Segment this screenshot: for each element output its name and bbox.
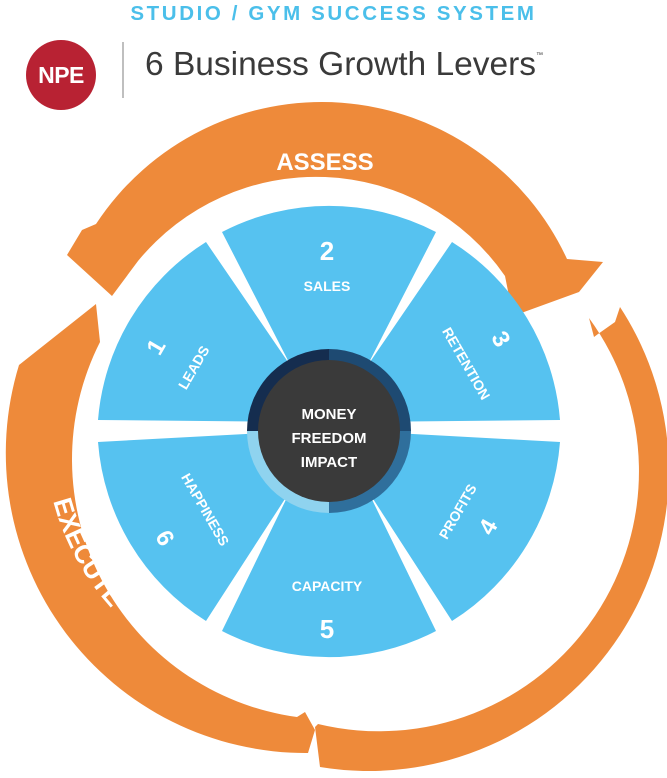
trademark: ™ — [536, 52, 544, 59]
lever-number-2: 2 — [320, 236, 334, 266]
prioritize-arrow — [315, 307, 667, 771]
cycle-arrows — [5, 102, 667, 771]
page-title: 6 Business Growth Levers™ — [145, 46, 543, 84]
cycle-label-assess: ASSESS — [276, 149, 373, 176]
assess-arrow — [67, 102, 603, 317]
lever-label-2: SALES — [304, 278, 351, 294]
hub-line-impact: IMPACT — [301, 454, 357, 471]
center-hub: MONEY FREEDOM IMPACT — [247, 349, 411, 513]
lever-segment-1 — [98, 242, 314, 422]
lever-segment-3 — [344, 242, 560, 422]
hub-line-money: MONEY — [301, 406, 356, 423]
hub-core — [258, 360, 400, 502]
lever-segment-4 — [344, 431, 560, 621]
hub-line-freedom: FREEDOM — [292, 430, 367, 447]
npe-logo: NPE — [26, 40, 96, 110]
logo-text: NPE — [38, 61, 84, 88]
execute-arrow — [5, 304, 316, 754]
lever-segments — [98, 205, 560, 658]
title-text: 6 Business Growth Levers — [145, 46, 537, 83]
lever-number-5: 5 — [320, 614, 334, 644]
lever-segment-5 — [222, 440, 436, 658]
lever-label-5: CAPACITY — [292, 578, 363, 594]
lever-segment-2 — [222, 205, 436, 413]
lever-segment-6 — [98, 431, 314, 621]
header-divider — [122, 42, 124, 98]
tagline: STUDIO / GYM SUCCESS SYSTEM — [130, 2, 537, 25]
